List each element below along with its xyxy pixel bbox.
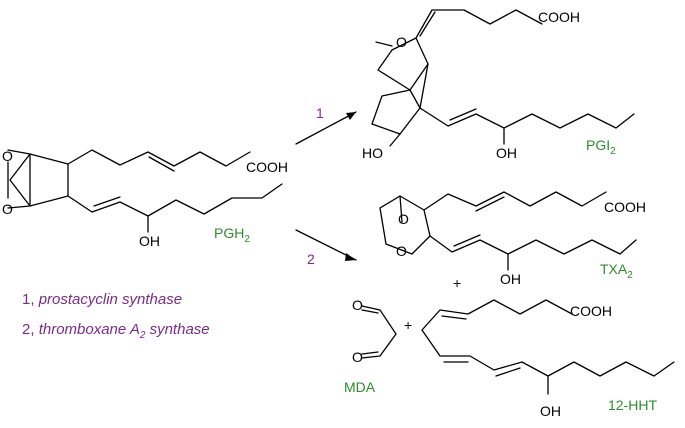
- pgi2-oh: OH: [496, 145, 517, 161]
- txa2-cooh: COOH: [604, 199, 646, 215]
- hht-structure: COOH OH 12-HHT: [421, 299, 675, 419]
- pgh2-label: PGH2: [214, 225, 250, 245]
- pgh2-peroxide-o-top: O: [2, 148, 13, 164]
- pgh2-cooh: COOH: [246, 159, 288, 175]
- arrow-2-label: 2: [307, 251, 315, 267]
- txa2-structure: O O COOH OH TXA2 +: [379, 191, 646, 291]
- pgi2-label: PGI2: [586, 137, 616, 157]
- enzyme-legend: 1, prostacyclin synthase 2, thromboxane …: [22, 291, 210, 341]
- mda-label: MDA: [344, 379, 376, 395]
- hht-label: 12-HHT: [608, 397, 657, 413]
- mda-structure: O O MDA +: [344, 297, 412, 395]
- pgh2-peroxide-o-bottom: O: [2, 201, 13, 217]
- plus-sign-2: +: [404, 317, 412, 333]
- legend-line-1: 1, prostacyclin synthase: [22, 291, 182, 308]
- txa2-ring-o: O: [396, 243, 407, 259]
- hht-oh: OH: [540, 403, 561, 419]
- txa2-oh: OH: [500, 271, 521, 287]
- txa2-bridge-o: O: [398, 211, 409, 227]
- pgi2-ho: HO: [362, 145, 383, 161]
- legend-line-2: 2, thromboxane A2 synthase: [22, 321, 210, 341]
- mda-o-bottom: O: [352, 349, 363, 365]
- mda-o-top: O: [352, 297, 363, 313]
- arrow-step-1: 1: [295, 105, 357, 145]
- arrow-1-label: 1: [316, 105, 324, 121]
- arrow-step-2: 2: [295, 229, 357, 267]
- txa2-label: TXA2: [600, 261, 633, 281]
- pgh2-oh: OH: [139, 233, 160, 249]
- pgi2-cooh: COOH: [538, 9, 580, 25]
- plus-sign-1: +: [453, 275, 461, 291]
- pgh2-structure: O O COOH OH PGH2: [2, 148, 288, 249]
- pgi2-structure: O COOH HO OH PGI2: [362, 9, 635, 161]
- pgi2-ring-o: O: [396, 34, 407, 50]
- hht-cooh: COOH: [570, 303, 612, 319]
